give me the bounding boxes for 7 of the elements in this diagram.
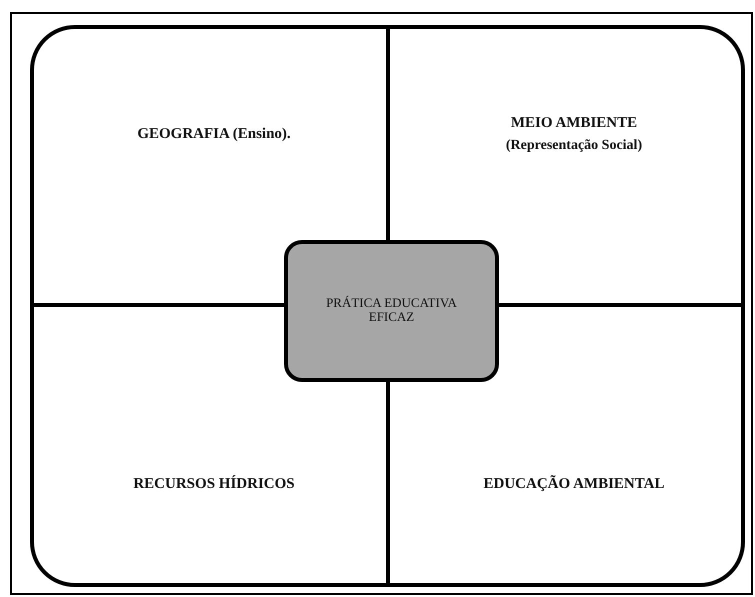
quadrant-title: MEIO AMBIENTE — [510, 114, 638, 132]
quadrant-title: RECURSOS HÍDRICOS — [133, 476, 295, 492]
center-label: PRÁTICA EDUCATIVA EFICAZ — [325, 296, 458, 324]
quadrant-subtitle: (Representação Social) — [506, 138, 642, 154]
quadrant-title: EDUCAÇÃO AMBIENTAL — [484, 476, 664, 492]
quadrant-title: GEOGRAFIA (Ensino). — [137, 126, 291, 142]
center-box — [284, 240, 499, 382]
